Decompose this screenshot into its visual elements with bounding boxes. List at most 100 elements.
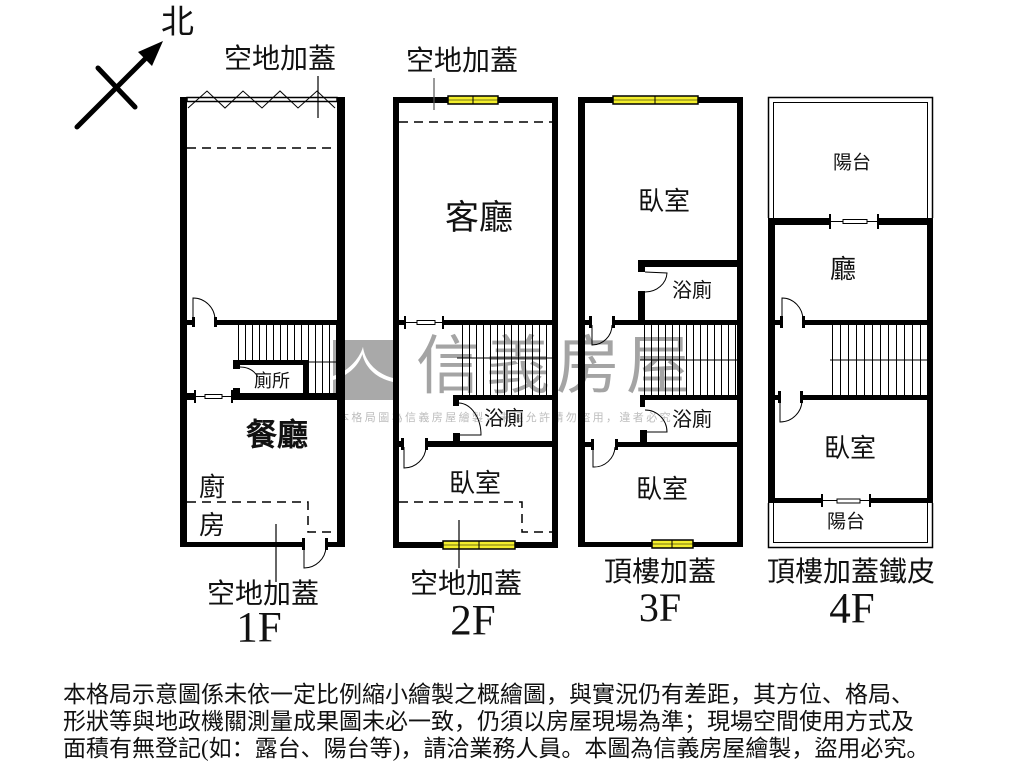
door-swing-icon	[458, 402, 482, 436]
wall-bathroom-top	[638, 260, 743, 267]
floor-2f-label: 2F	[450, 597, 496, 645]
wall-toilet-right	[303, 360, 308, 397]
dashed-boundary	[187, 501, 337, 533]
door-jamb	[591, 439, 594, 450]
door-swing-icon	[781, 297, 804, 321]
wall-hall-top	[878, 218, 933, 225]
door-jamb	[233, 388, 240, 393]
door-jamb	[615, 439, 618, 450]
door-jamb	[612, 316, 615, 328]
door-swing-icon	[303, 546, 327, 569]
balcony-railing	[773, 102, 928, 218]
wall-left	[180, 97, 187, 547]
floor-1f-top-caption: 空地加蓋	[223, 44, 337, 75]
floor-1f-bottom-caption: 空地加蓋	[206, 579, 320, 610]
floor-1f-label: 1F	[236, 604, 282, 652]
door-jamb	[214, 317, 217, 327]
door-jamb	[401, 438, 404, 450]
door-jamb	[800, 391, 803, 403]
floor-4f-bottom-caption: 頂樓加蓋鐵皮	[766, 557, 936, 588]
wall-dining-top	[180, 393, 195, 400]
disclaimer-line: 形狀等與地政機關測量成果圖未必一致，仍須以房屋現場為準；現場空間使用方式及	[63, 709, 914, 734]
wall-stairs-top	[443, 320, 558, 325]
room-label-hall: 廳	[829, 255, 857, 284]
watermark-notice: 本格局圖為信義房屋繪製，未經允許請勿盜用，違者必究	[338, 411, 673, 424]
window-icon	[651, 539, 694, 549]
wall-hall-top	[768, 218, 830, 225]
room-label-bedroom: 臥室	[823, 434, 877, 463]
sliding-door-icon	[204, 394, 223, 399]
room-label-bedroom-rear: 臥室	[635, 475, 689, 504]
wall-bedroom-top	[427, 441, 558, 447]
wall-bedroom-top	[802, 395, 933, 400]
door-jamb	[589, 316, 592, 328]
door-swing-icon	[592, 446, 616, 468]
stairs	[457, 325, 552, 395]
wall-stairs-top	[215, 320, 337, 325]
door-swing-icon	[192, 297, 216, 321]
door-swing-icon	[239, 366, 259, 378]
room-label-balcony-front: 陽台	[832, 152, 872, 174]
door-jamb	[425, 438, 428, 450]
wall-right	[927, 225, 933, 503]
door-jamb	[453, 433, 460, 441]
north-label: 北	[161, 5, 194, 41]
awning-frame	[186, 96, 338, 103]
room-label-toilet: 廁所	[254, 371, 290, 391]
wall-stairs-top	[768, 320, 780, 325]
floor-2f-top-caption: 空地加蓋	[405, 46, 519, 77]
room-label-bathroom-upper: 浴廁	[672, 280, 712, 302]
floor-3f-plan	[578, 95, 743, 549]
wall-left	[768, 225, 775, 503]
wall-bathroom-left	[638, 291, 645, 322]
wall-bathroom-left	[640, 400, 645, 407]
floor-2f-bottom-caption: 空地加蓋	[409, 569, 523, 600]
wall-bottom	[180, 542, 303, 547]
wall-toilet-top	[233, 360, 308, 365]
door-swing-icon	[403, 446, 427, 469]
window-icon	[612, 95, 699, 105]
door-jamb	[640, 430, 647, 442]
door-swing-icon	[644, 271, 668, 293]
awning-zigzag-icon	[187, 90, 336, 109]
disclaimer-line: 面積有無登記(如：露台、陽台等)，請洽業務人員。本圖為信義房屋繪製，盜用必究。	[63, 736, 930, 761]
room-label-dining: 餐廳	[246, 417, 308, 453]
window-icon	[447, 95, 499, 105]
sliding-door-icon	[836, 498, 861, 504]
stairs	[308, 360, 337, 393]
wall-bathroom-left	[638, 267, 645, 272]
door-jamb	[780, 316, 783, 328]
wall-bedroom-top	[578, 442, 592, 447]
room-label-bedroom-front: 臥室	[637, 187, 691, 216]
door-swing-icon	[644, 409, 668, 433]
disclaimer-text: 本格局示意圖係未依一定比例縮小繪製之概繪圖，與實況仍有差距，其方位、格局、 形狀…	[63, 681, 929, 762]
room-label-bedroom: 臥室	[448, 469, 502, 498]
door-jamb	[302, 538, 305, 550]
room-label-bathroom: 浴廁	[484, 408, 524, 430]
door-swing-icon	[591, 324, 613, 346]
wall-dining-top	[232, 393, 345, 400]
stairs	[235, 325, 337, 360]
room-label-kitchen: 廚房	[199, 473, 226, 540]
balcony-railing	[767, 503, 934, 549]
room-label-bathroom-lower: 浴廁	[672, 409, 712, 431]
floor-1f-plan	[180, 76, 345, 582]
balcony-railing	[773, 503, 928, 543]
dashed-boundary	[399, 501, 552, 533]
door-swing-icon	[779, 399, 803, 423]
door-jamb	[778, 391, 781, 403]
door-jamb	[802, 316, 805, 328]
wall-right	[337, 97, 345, 547]
wall-bedroom-top	[393, 441, 401, 447]
door-jamb	[192, 317, 195, 327]
floor-4f-plan	[767, 96, 934, 549]
door-jamb	[233, 365, 240, 369]
wall-bedroom-top	[617, 442, 743, 447]
floor-3f-label: 3F	[638, 585, 682, 630]
wall-bathroom-top	[453, 395, 558, 400]
wall-bathroom-top	[640, 395, 743, 400]
balcony-railing	[767, 96, 934, 218]
door-jamb	[325, 538, 328, 550]
room-label-balcony-rear: 陽台	[826, 511, 866, 533]
